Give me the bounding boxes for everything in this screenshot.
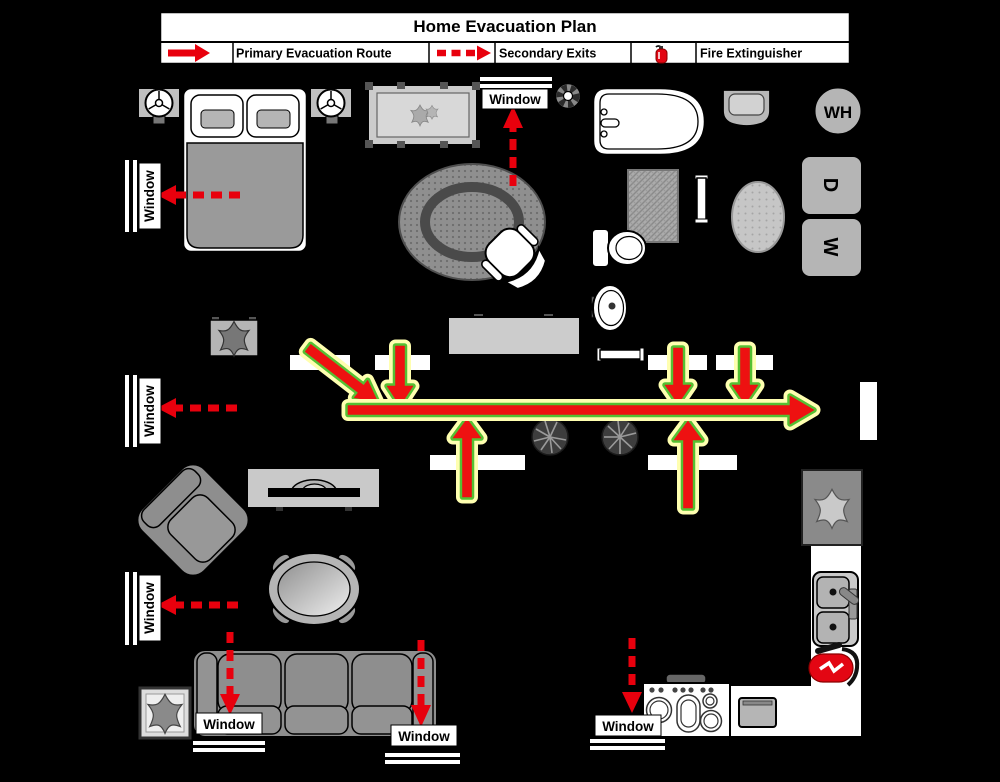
window-label-living-left: Window bbox=[142, 582, 157, 634]
pedestal-sink bbox=[591, 284, 628, 332]
route-arrow-down-closet bbox=[387, 346, 413, 406]
window-hall-left-icon bbox=[125, 375, 129, 447]
front-door bbox=[860, 382, 877, 440]
legend-extinguisher-label: Fire Extinguisher bbox=[700, 47, 802, 61]
towel-bar-horizontal bbox=[596, 347, 645, 362]
secondary-exit-arrow-icon bbox=[437, 45, 491, 61]
bedroom bbox=[137, 82, 582, 309]
route-arrow-down-bathroom bbox=[665, 348, 691, 404]
secondary-exit-kitchen bbox=[622, 638, 642, 713]
faucet-lever bbox=[838, 587, 860, 605]
dryer: D bbox=[800, 155, 863, 216]
armchair bbox=[136, 463, 250, 577]
toilet bbox=[591, 228, 647, 268]
washer: W bbox=[800, 217, 863, 278]
living-room bbox=[136, 463, 438, 740]
double-bed bbox=[181, 86, 309, 254]
hall-dresser bbox=[447, 314, 581, 356]
window-living-left-icon bbox=[125, 572, 129, 645]
plant-table bbox=[209, 317, 259, 357]
chair-backrest bbox=[502, 245, 548, 291]
window-label-sofa-left: Window bbox=[203, 717, 255, 732]
dryer-label: D bbox=[819, 178, 841, 192]
window-sofa-right-icon bbox=[385, 753, 460, 757]
desk-chair bbox=[481, 224, 566, 309]
fan-icon-right bbox=[316, 88, 346, 125]
route-arrow-up-living bbox=[453, 419, 481, 497]
water-heater: WH bbox=[813, 86, 863, 136]
water-heater-label: WH bbox=[824, 103, 852, 122]
kitchen-sink bbox=[812, 571, 860, 647]
route-arrow-down-laundry bbox=[732, 348, 758, 404]
window-label-hall-left: Window bbox=[142, 385, 157, 437]
window-bedroom-left-icon bbox=[125, 160, 129, 232]
laundry-rug bbox=[731, 181, 785, 253]
framed-plant bbox=[138, 686, 192, 740]
legend-secondary-label: Secondary Exits bbox=[499, 47, 596, 61]
route-arrow-up-kitchen bbox=[674, 421, 702, 508]
blanket bbox=[186, 142, 304, 249]
vanity-sink bbox=[722, 89, 771, 127]
microwave bbox=[738, 697, 777, 728]
tv-screen bbox=[268, 488, 360, 497]
window-glyphs bbox=[125, 77, 665, 764]
legend-primary-label: Primary Evacuation Route bbox=[236, 47, 392, 61]
vent-fan-icon bbox=[554, 82, 582, 110]
primary-route-arrow-icon bbox=[168, 44, 210, 62]
towel-bar-vertical bbox=[694, 174, 709, 224]
hallway bbox=[209, 314, 639, 456]
route-arrow-main-exit bbox=[348, 396, 814, 424]
header: Home Evacuation Plan Primary Evacuation … bbox=[158, 10, 852, 66]
window-label-bedroom-left: Window bbox=[142, 170, 157, 222]
crib bbox=[365, 82, 480, 148]
secondary-exit-hall-left bbox=[157, 398, 237, 418]
secondary-exit-sofa-left bbox=[220, 632, 240, 715]
secondary-exit-living-left bbox=[157, 595, 238, 615]
window-kitchen-icon bbox=[590, 739, 665, 743]
window-label-kitchen: Window bbox=[602, 719, 654, 734]
window-labels: Window Window Window Window Window Windo… bbox=[138, 88, 662, 747]
tv-console bbox=[246, 467, 381, 511]
window-sofa-left-icon bbox=[193, 741, 265, 745]
counter-plant-box bbox=[801, 469, 863, 546]
kitchen bbox=[642, 469, 863, 738]
fan-icon-left bbox=[144, 88, 174, 125]
potted-tree-2 bbox=[601, 418, 639, 456]
bathtub bbox=[591, 86, 707, 157]
secondary-exit-arrows bbox=[157, 106, 642, 727]
page-title: Home Evacuation Plan bbox=[413, 17, 596, 36]
secondary-exit-bedroom-left bbox=[157, 185, 240, 205]
bath-mat bbox=[627, 169, 679, 243]
header-frame bbox=[158, 10, 852, 66]
window-label-bedroom-top: Window bbox=[489, 92, 541, 107]
window-bedroom-top-icon bbox=[480, 77, 552, 81]
coffee-table bbox=[267, 552, 361, 626]
route-arrow-diagonal bbox=[305, 344, 377, 401]
fire-extinguisher-icon bbox=[655, 45, 668, 64]
kitchen-fire-extinguisher bbox=[808, 642, 860, 687]
secondary-exit-bedroom-top bbox=[503, 106, 523, 186]
window-label-sofa-right: Window bbox=[398, 729, 450, 744]
laundry: WH D W bbox=[731, 86, 863, 278]
washer-label: W bbox=[819, 238, 841, 257]
stove-knobs bbox=[649, 687, 714, 693]
secondary-exit-sofa-right bbox=[411, 640, 431, 727]
bathroom bbox=[591, 86, 771, 362]
tub-faucet bbox=[600, 118, 620, 128]
potted-tree-1 bbox=[531, 418, 569, 456]
